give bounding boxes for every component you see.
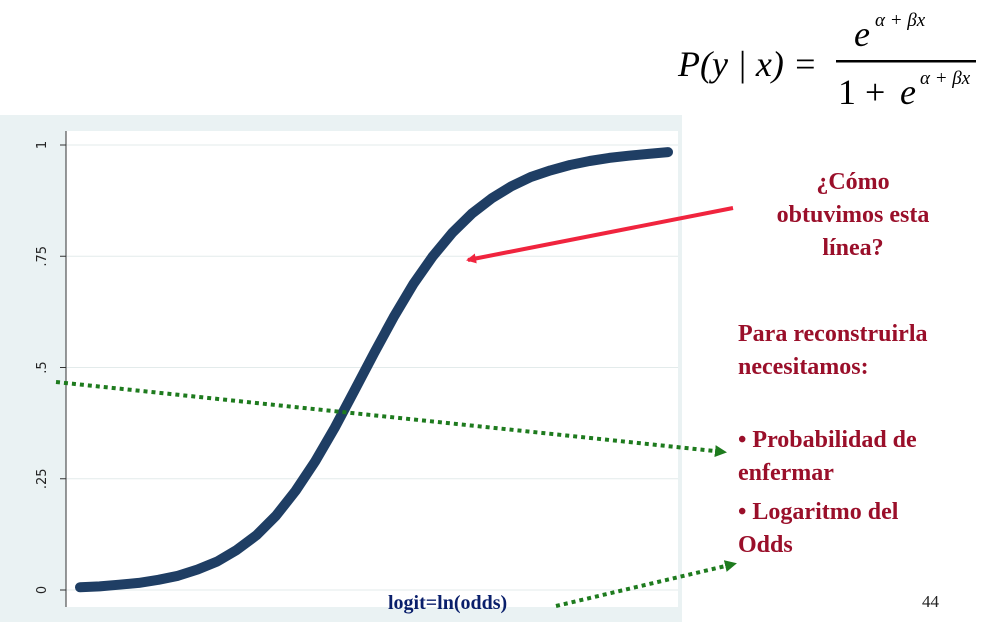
note-line: Para reconstruirla — [738, 321, 928, 347]
bullet-line: • Logaritmo del — [738, 499, 899, 525]
y-tick-label: 1 — [35, 141, 50, 149]
bullet-line: enfermar — [738, 460, 834, 486]
logistic-chart: 0 .25 .5 .75 1 — [0, 115, 682, 622]
page-number: 44 — [922, 592, 939, 611]
plot-area — [66, 131, 678, 607]
bullet-probability: • Probabilidad de enfermar — [738, 424, 988, 490]
y-tick-label: .75 — [35, 246, 50, 267]
logistic-formula: P(y | x) = e α + βx 1 + e α + βx — [676, 6, 986, 118]
y-tick-label: .25 — [35, 468, 50, 489]
bullet-line: • Probabilidad de — [738, 427, 917, 453]
question-line: línea? — [822, 235, 884, 261]
formula-denominator-base: e — [900, 72, 916, 112]
y-tick-label: 0 — [35, 586, 50, 594]
chart-svg: 0 .25 .5 .75 1 — [0, 115, 682, 622]
logit-label: logit=ln(odds) — [388, 592, 508, 614]
bullet-line: Odds — [738, 532, 793, 558]
y-tick-label: .5 — [35, 361, 50, 373]
y-axis-ticks: 0 .25 .5 .75 1 — [35, 141, 66, 594]
logistic-curve — [75, 147, 673, 593]
formula-lhs: P(y | x) = — [677, 44, 817, 84]
formula-numerator-exponent: α + βx — [875, 10, 926, 31]
question-line: ¿Cómo — [816, 169, 890, 195]
formula-denominator-exponent: α + βx — [920, 68, 971, 89]
note-line: necesitamos: — [738, 354, 869, 380]
reconstruction-note: Para reconstruirla necesitamos: — [738, 318, 988, 384]
question-line: obtuvimos esta — [776, 202, 930, 228]
formula-numerator-base: e — [854, 14, 870, 54]
question-annotation: ¿Cómo obtuvimos esta línea? — [744, 166, 962, 265]
formula-svg: P(y | x) = e α + βx 1 + e α + βx — [677, 10, 976, 112]
fraction-bar — [836, 60, 976, 63]
formula-denominator-one: 1 + — [838, 72, 885, 112]
bullet-logit: • Logaritmo del Odds — [738, 496, 988, 562]
